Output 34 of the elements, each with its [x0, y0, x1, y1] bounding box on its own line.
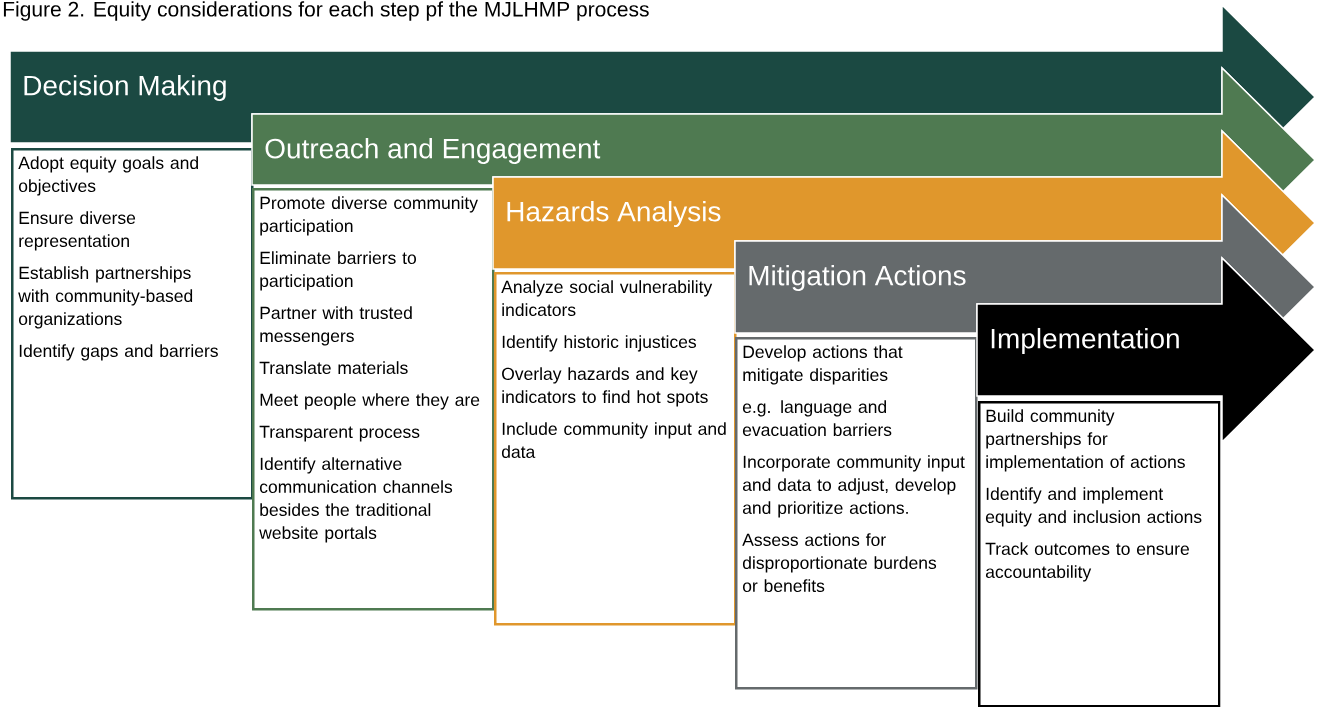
- list-item: Track outcomes to ensure accountability: [985, 542, 1189, 582]
- list-item: Identify gaps and barriers: [19, 344, 218, 361]
- list-item: Establish partnerships with community-based organizations: [18, 266, 193, 329]
- list-item: Include community input and data: [501, 422, 726, 459]
- list-item: Adopt equity goals and objectives: [18, 156, 198, 196]
- text-box: [11, 148, 254, 500]
- list-item: Build community partnerships for implementation of actions: [986, 409, 1185, 472]
- figure-title: Figure 2. Equity considerations for each step pf the MJLHMP process: [3, 1, 649, 21]
- text-box: [252, 188, 495, 611]
- list-item: Assess actions for disproportionate burdens or benefits: [742, 533, 937, 593]
- list-item: Meet people where they are: [260, 393, 480, 410]
- list-item: Eliminate barriers to participation: [260, 251, 416, 291]
- list-item: Transparent process: [259, 425, 420, 442]
- step-title: Mitigation Actions: [749, 264, 966, 292]
- text-box: [735, 337, 978, 690]
- step-title: Implementation: [991, 327, 1179, 355]
- list-item: Identify alternative communication channels besides the traditional website portals: [259, 457, 453, 543]
- text-box: [978, 401, 1221, 707]
- list-item: Identify historic injustices: [502, 335, 697, 352]
- list-item: Identify and implement equity and inclusion actions: [985, 487, 1202, 527]
- step-title: Outreach and Engagement: [265, 137, 601, 165]
- list-item: Develop actions that mitigate disparities: [743, 345, 903, 385]
- step-title: Hazards Analysis: [507, 200, 721, 228]
- list-item: Ensure diverse representation: [19, 211, 136, 251]
- list-item: Incorporate community input and data to adjust, develop and prioritize actions.: [742, 455, 965, 518]
- text-box: [494, 272, 737, 626]
- list-item: Analyze social vulnerability indicators: [501, 280, 713, 317]
- list-item: Promote diverse community participation: [260, 196, 478, 236]
- step-title: Decision Making: [24, 74, 226, 102]
- step-banner: [251, 66, 1317, 193]
- list-item: Translate materials: [259, 361, 408, 375]
- list-item: Overlay hazards and key indicators to find hot spots: [502, 367, 708, 407]
- list-item: e.g. language and evacuation barriers: [742, 400, 892, 437]
- list-item: Partner with trusted messengers: [260, 306, 412, 346]
